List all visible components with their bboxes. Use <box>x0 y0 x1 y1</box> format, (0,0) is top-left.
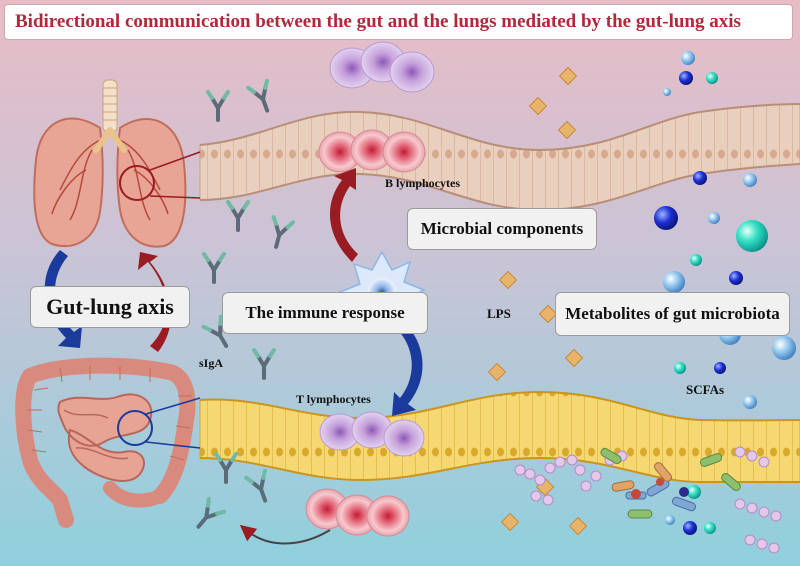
lps-particles <box>487 66 588 536</box>
microbial-components-text: Microbial components <box>420 219 584 238</box>
antibody-group <box>196 78 296 529</box>
bacteria-icon <box>514 446 782 554</box>
t-lymphocytes-label: T lymphocytes <box>296 392 371 406</box>
intestine-icon <box>15 357 201 528</box>
title-box: Bidirectional communication between the … <box>4 4 793 40</box>
arrow-to-t-lymphocytes <box>392 322 423 416</box>
gut-lung-axis-label: Gut-lung axis <box>30 286 190 328</box>
lung-to-gut-arrow <box>44 250 82 348</box>
siga-label: sIgA <box>199 356 224 370</box>
gut-lung-axis-text: Gut-lung axis <box>46 294 174 319</box>
t-lymphocyte-cluster <box>305 411 425 537</box>
b-lymphocyte-cluster <box>318 41 435 173</box>
metabolites-text: Metabolites of gut microbiota <box>565 304 780 323</box>
arrow-to-b-lymphocytes <box>329 168 358 262</box>
metabolites-label: Metabolites of gut microbiota <box>555 292 790 336</box>
b-lymphocytes-label: B lymphocytes <box>385 176 460 190</box>
arrow-t-to-antibody <box>239 524 331 545</box>
immune-response-text: The immune response <box>245 303 405 322</box>
page-title: Bidirectional communication between the … <box>15 11 741 32</box>
lps-label: LPS <box>487 306 511 321</box>
microbial-components-label: Microbial components <box>407 208 597 250</box>
scfas-label: SCFAs <box>686 382 725 397</box>
gut-to-lung-arrow <box>138 252 172 352</box>
intestinal-epithelium <box>199 390 800 484</box>
immune-response-label: The immune response <box>222 292 428 334</box>
scfa-particles <box>654 51 796 535</box>
lungs-icon <box>33 79 201 248</box>
